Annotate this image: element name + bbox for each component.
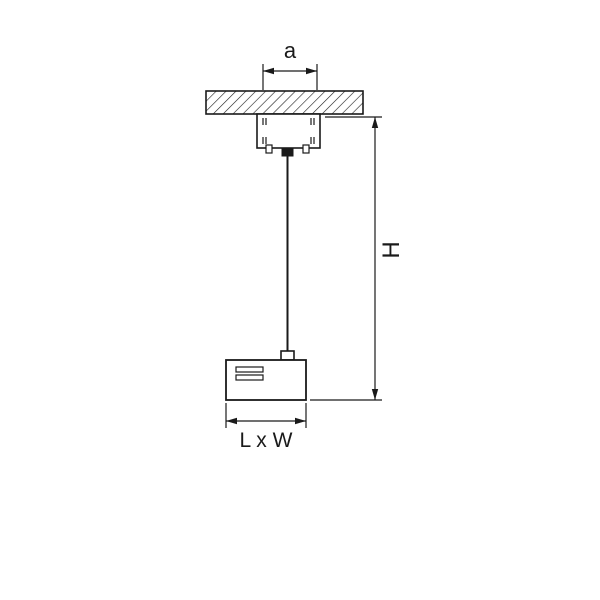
dimension-a-label: a [284, 38, 297, 63]
dimension-lxw-label: L x W [240, 429, 293, 452]
lamp-cable-connector [280, 350, 295, 361]
dimension-lxw [225, 403, 307, 428]
lamp-vent-slot-top [235, 366, 264, 373]
dimension-a [262, 64, 318, 90]
ceiling-canopy [256, 113, 321, 149]
canopy-bottom-tab-left [265, 144, 273, 154]
cable-gland [281, 147, 294, 157]
canopy-mounting-clips [262, 118, 315, 144]
canopy-bottom-tab-right [302, 144, 310, 154]
dimension-h-label: H [378, 241, 405, 258]
lamp-vent-slot-bottom [235, 374, 264, 381]
ceiling-hatched-section [205, 90, 364, 115]
dimension-h [310, 116, 382, 401]
